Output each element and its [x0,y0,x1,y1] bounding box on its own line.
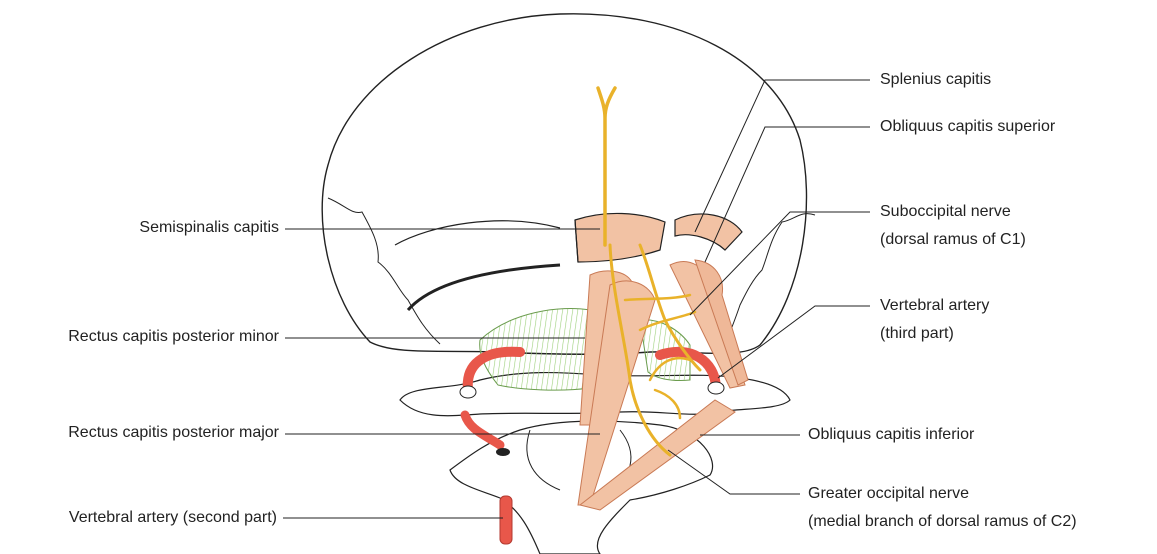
label-rectus-major: Rectus capitis posterior major [68,423,279,443]
label-splenius-capitis: Splenius capitis [880,70,991,90]
foramen-axis [496,448,510,456]
splenius-muscle [675,214,742,250]
label-obliquus-superior: Obliquus capitis superior [880,117,1055,137]
label-greater-occipital-nerve: Greater occipital nerve [808,484,969,504]
semispinalis-muscle [575,213,665,262]
label-obliquus-inferior: Obliquus capitis inferior [808,425,974,445]
lambdoid-suture-left [328,198,440,344]
label-rectus-minor: Rectus capitis posterior minor [68,327,279,347]
foramen-right [708,382,724,394]
foramen-left [460,386,476,398]
nuchal-line-left [395,221,560,245]
label-vertebral-artery-second: Vertebral artery (second part) [69,508,277,528]
nuchal-line-inferior [408,265,560,310]
label-vertebral-artery-third-sub: (third part) [880,324,954,344]
skull-outline [322,14,806,354]
vertebral-artery-second [500,496,512,544]
label-vertebral-artery-third: Vertebral artery [880,296,989,316]
label-suboccipital-nerve: Suboccipital nerve [880,202,1011,222]
vertebral-artery-loop [465,415,500,445]
label-semispinalis-capitis: Semispinalis capitis [139,218,279,238]
label-greater-occipital-nerve-sub: (medial branch of dorsal ramus of C2) [808,512,1077,532]
label-suboccipital-nerve-sub: (dorsal ramus of C1) [880,230,1026,250]
